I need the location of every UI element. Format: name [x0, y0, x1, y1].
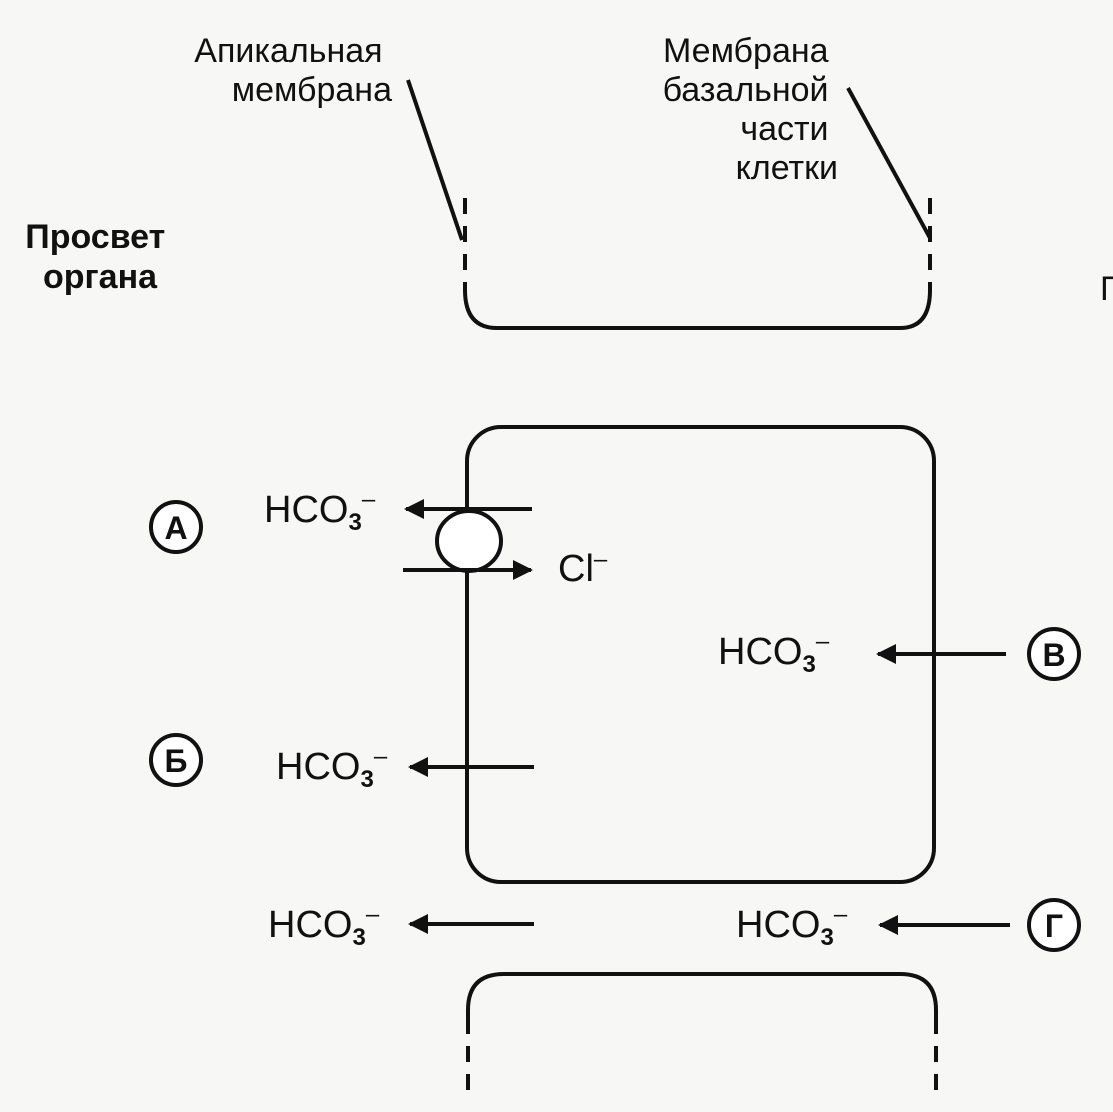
pathway-b-badge — [149, 733, 203, 787]
basal-membrane-label-line-1: Мембрана — [663, 32, 829, 70]
lumen-label-line-2: органа — [43, 258, 158, 296]
lower-left-bicarbonate-label: HCO3– — [268, 901, 380, 951]
bicarbonate-subscript: 3 — [348, 509, 361, 536]
bicarbonate-superscript: – — [362, 486, 376, 513]
pathway-v-letter: В — [1042, 637, 1065, 673]
chloride-superscript: – — [594, 546, 608, 573]
bicarbonate-base: HCO — [276, 746, 360, 788]
bicarbonate-subscript: 3 — [360, 766, 373, 793]
apical-membrane-label-line-2: мембрана — [232, 71, 392, 109]
bicarbonate-superscript: – — [834, 901, 848, 928]
edge-fragment-label: Г — [1100, 270, 1113, 308]
basal-leader-line — [846, 87, 932, 239]
pathway-v-bicarbonate-label: HCO3– — [718, 628, 830, 678]
pathway-b-bicarbonate-label: HCO3– — [276, 743, 388, 793]
pathway-g-letter: Г — [1045, 908, 1063, 944]
bicarbonate-superscript: – — [816, 628, 830, 655]
top-cell-bottom-membrane — [463, 289, 932, 330]
bicarbonate-base: HCO — [718, 631, 802, 673]
chloride-base: Cl — [558, 548, 594, 590]
basal-membrane-label-line-4: клетки — [736, 149, 838, 187]
bicarbonate-base: HCO — [268, 904, 352, 946]
pathway-a-badge — [149, 500, 203, 554]
basal-membrane-label-line-3: части — [740, 110, 828, 148]
pathway-a-chloride-label: Cl– — [558, 546, 608, 590]
bicarbonate-subscript: 3 — [820, 924, 833, 951]
apical-membrane-label: Апикальная мембрана — [194, 32, 392, 109]
basal-membrane-label: Мембрана базальной части клетки — [663, 32, 838, 187]
bicarbonate-subscript: 3 — [352, 924, 365, 951]
pathway-a-bicarbonate-label: HCO3– — [264, 486, 376, 536]
pathway-b-letter: Б — [165, 743, 188, 779]
lumen-label: Просвет органа — [25, 218, 174, 296]
basal-membrane-label-line-2: базальной — [663, 71, 829, 109]
main-cell-membrane — [465, 425, 936, 884]
apical-leader-line — [406, 79, 464, 241]
apical-membrane-label-line-1: Апикальная — [194, 32, 382, 70]
pathway-v-badge — [1027, 627, 1081, 681]
bicarbonate-superscript: – — [366, 901, 380, 928]
bicarbonate-base: HCO — [264, 489, 348, 531]
pathway-g-badge — [1027, 898, 1081, 952]
chloride-bicarbonate-exchanger — [435, 509, 503, 573]
bicarbonate-base: HCO — [736, 904, 820, 946]
bicarbonate-subscript: 3 — [802, 651, 815, 678]
pathway-a-letter: А — [164, 510, 187, 546]
bottom-cell-top-membrane — [466, 972, 938, 1020]
pathway-g-bicarbonate-label: HCO3– — [736, 901, 848, 951]
lumen-label-line-1: Просвет — [25, 218, 165, 256]
bicarbonate-superscript: – — [374, 743, 388, 770]
